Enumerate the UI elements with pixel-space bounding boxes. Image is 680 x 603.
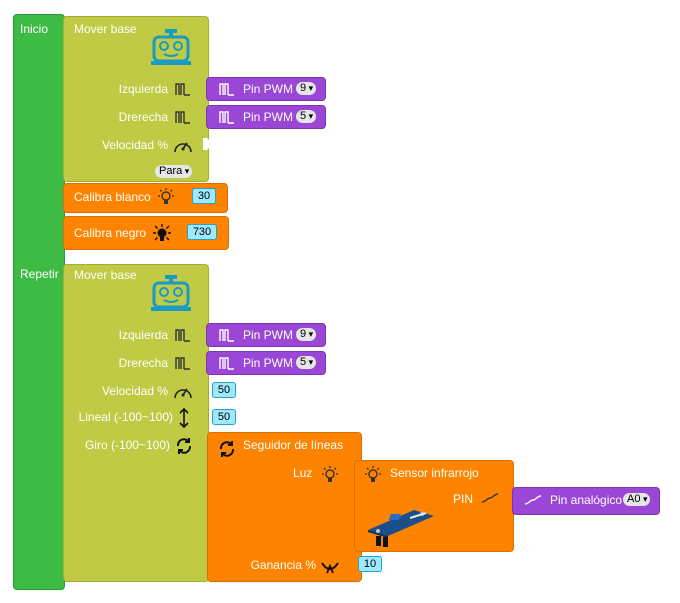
repetir-pin-pwm-izquierda-label: Pin PWM	[243, 328, 294, 342]
repetir-izquierda-label: Izquierda	[118, 328, 168, 342]
inicio-velocidad-label: Velocidad %	[101, 138, 168, 152]
repetir-pin-pwm-izquierda-dropdown[interactable]: 9	[296, 328, 317, 341]
inicio-mover-base-title: Mover base	[74, 22, 137, 36]
rotate-icon	[219, 441, 235, 457]
repetir-velocidad-label: Velocidad %	[101, 384, 168, 398]
inicio-izquierda-label: Izquierda	[118, 82, 168, 96]
pin-analogico-dropdown[interactable]: A0	[623, 493, 651, 506]
inicio-pin-pwm-derecha-label: Pin PWM	[243, 110, 294, 124]
pin-analogico-label: Pin analógico	[550, 493, 623, 507]
pwm-pulse-icon	[175, 329, 190, 342]
pwm-pulse-icon	[219, 357, 234, 370]
robot-icon	[151, 275, 191, 311]
sensor-title: Sensor infrarrojo	[390, 466, 479, 480]
pwm-pulse-icon	[219, 83, 234, 96]
inicio-pin-pwm-izquierda-dropdown[interactable]: 9	[296, 82, 317, 95]
vertical-arrows-icon	[179, 408, 189, 428]
bulb-filled-icon	[153, 224, 171, 241]
speedometer-icon	[174, 142, 192, 153]
inicio-mover-base-block[interactable]	[63, 16, 209, 182]
sensor-pin-label: PIN	[453, 492, 474, 506]
inicio-label: Inicio	[20, 22, 49, 36]
repetir-lineal-input[interactable]: 50	[212, 409, 236, 425]
repetir-label: Repetir	[20, 267, 59, 281]
gain-icon	[321, 562, 339, 574]
repetir-derecha-label: Drerecha	[118, 356, 168, 370]
repetir-mover-base-title: Mover base	[74, 268, 137, 282]
pwm-pulse-icon	[175, 111, 190, 124]
inicio-mode-dropdown[interactable]: Para	[155, 165, 193, 178]
seguidor-ganancia-label: Ganancia %	[250, 558, 316, 572]
analog-wave-icon	[481, 493, 499, 503]
repetir-lineal-label: Lineal (-100~100)	[78, 410, 173, 424]
pwm-pulse-icon	[175, 357, 190, 370]
bulb-outline-icon	[158, 188, 174, 204]
calibra-negro-label: Calibra negro	[74, 226, 147, 240]
inicio-pin-pwm-derecha-dropdown[interactable]: 5	[296, 110, 317, 123]
analog-wave-icon	[524, 495, 542, 505]
rotate-icon	[176, 438, 192, 454]
repetir-giro-label: Giro (-100~100)	[84, 438, 170, 452]
calibra-negro-input[interactable]: 730	[187, 224, 217, 240]
bulb-outline-icon	[365, 466, 381, 482]
bulb-outline-icon	[322, 466, 338, 482]
pwm-pulse-icon	[219, 111, 234, 124]
infrared-sensor-image	[368, 510, 434, 547]
repetir-velocidad-input[interactable]: 50	[212, 382, 236, 398]
repetir-pin-pwm-derecha-label: Pin PWM	[243, 356, 294, 370]
inicio-derecha-label: Drerecha	[118, 110, 168, 124]
seguidor-ganancia-input[interactable]: 10	[358, 556, 382, 572]
seguidor-title: Seguidor de líneas	[243, 438, 344, 452]
inicio-pin-pwm-izquierda-label: Pin PWM	[243, 82, 294, 96]
seguidor-luz-label: Luz	[293, 466, 313, 480]
pwm-pulse-icon	[175, 83, 190, 96]
calibra-blanco-input[interactable]: 30	[192, 188, 216, 204]
pwm-pulse-icon	[219, 329, 234, 342]
velocidad-empty-input[interactable]	[203, 138, 209, 150]
robot-icon	[151, 29, 191, 65]
speedometer-icon	[174, 388, 192, 399]
calibra-blanco-label: Calibra blanco	[74, 190, 151, 204]
repetir-pin-pwm-derecha-dropdown[interactable]: 5	[296, 356, 317, 369]
program-container-block[interactable]	[13, 14, 65, 590]
